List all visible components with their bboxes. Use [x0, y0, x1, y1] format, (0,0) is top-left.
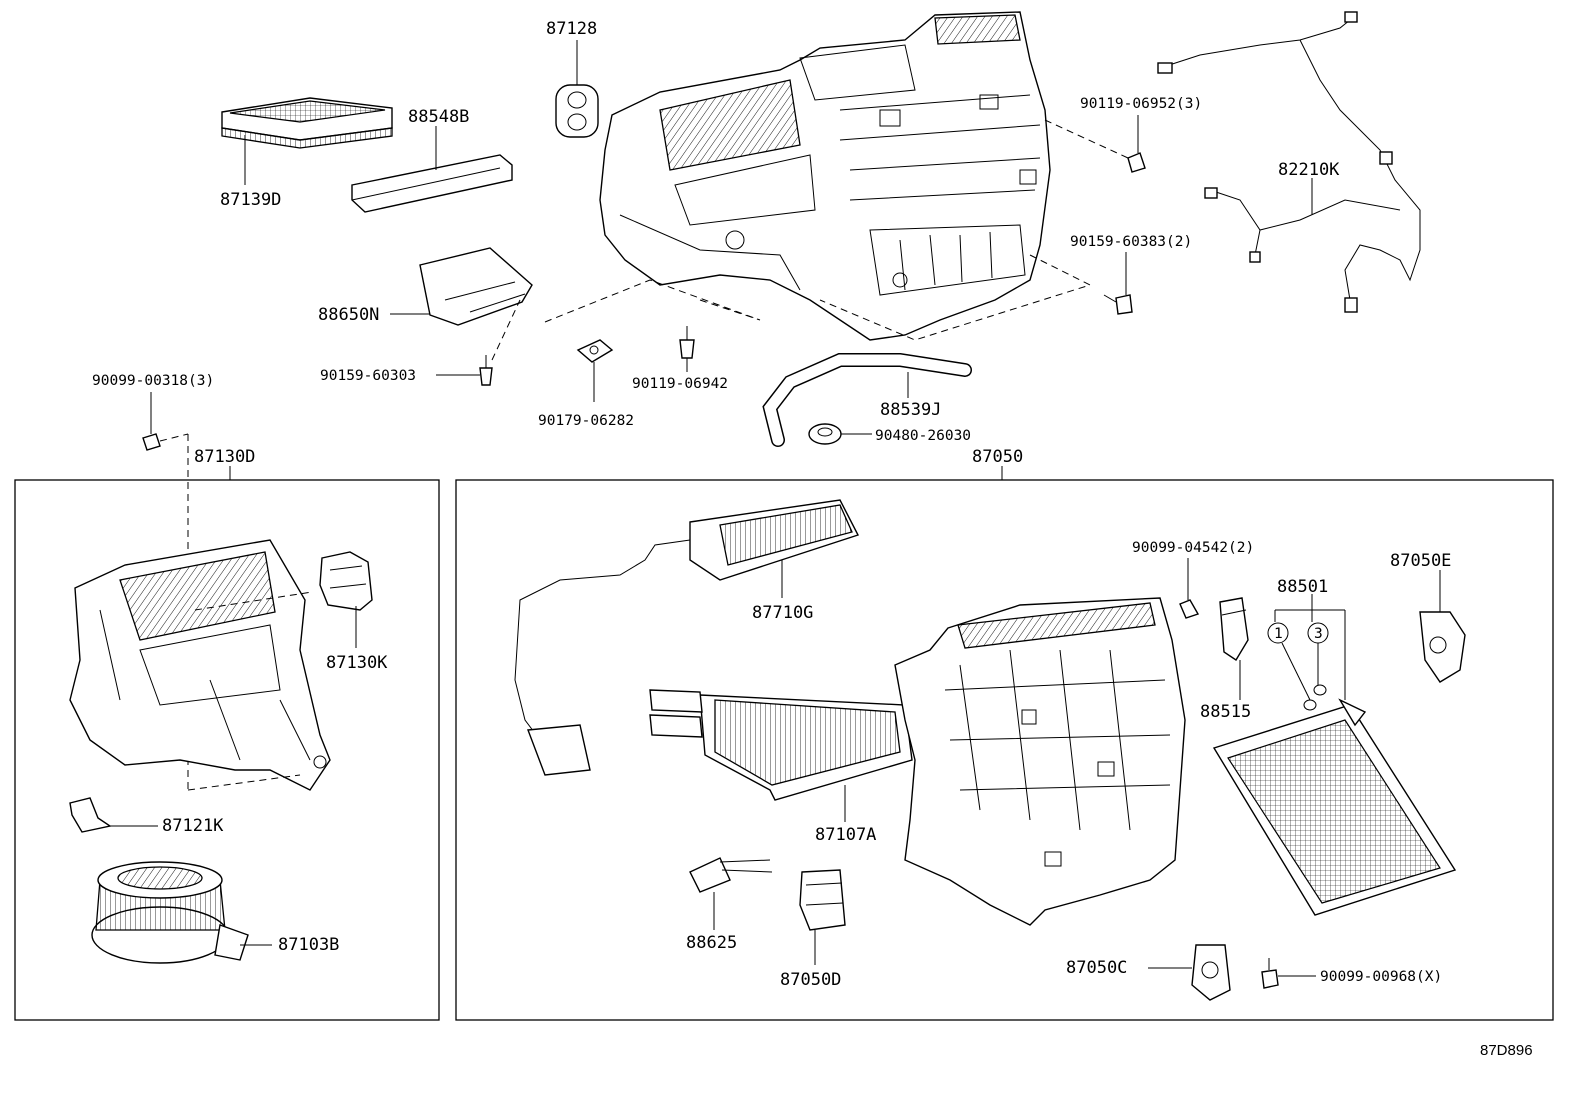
- label-90119-06952: 90119-06952(3): [1080, 96, 1202, 112]
- blower-dash-outline: [187, 591, 313, 791]
- label-88625: 88625: [686, 933, 737, 953]
- bolt-90099-00968: [1261, 958, 1316, 989]
- label-87107a: 87107A: [815, 825, 876, 845]
- label-87139d: 87139D: [220, 190, 281, 210]
- label-88548b: 88548B: [408, 107, 469, 127]
- part-88650n: [390, 247, 533, 326]
- label-88515: 88515: [1200, 702, 1251, 722]
- part-88515: [1219, 597, 1249, 700]
- screw-90099-00318: [142, 392, 189, 790]
- part-87130k: [319, 551, 373, 648]
- blower-motor-87103b: [91, 861, 272, 964]
- heater-core-87710g: [514, 499, 859, 776]
- screw-90119-06952: [1044, 115, 1146, 173]
- label-87710g: 87710G: [752, 603, 813, 623]
- bolt-90099-04542: [1179, 558, 1200, 619]
- group-box-87130d: [14, 479, 440, 1021]
- diagram-reference-code: 87D896: [1480, 1042, 1533, 1059]
- label-82210k: 82210K: [1278, 160, 1340, 180]
- label-90099-00318: 90099-00318(3): [92, 373, 214, 389]
- label-87121k: 87121K: [162, 816, 224, 836]
- group-box-87050: [455, 479, 1554, 1021]
- callout-circle-1: [1267, 622, 1289, 644]
- part-87050e: [1419, 570, 1466, 683]
- label-90099-00968: 90099-00968(X): [1320, 969, 1442, 985]
- label-87130k: 87130K: [326, 653, 388, 673]
- label-88501: 88501: [1277, 577, 1328, 597]
- label-87103b: 87103B: [278, 935, 339, 955]
- mounting-dash-outline: [544, 254, 1092, 341]
- part-87128: [555, 40, 599, 138]
- label-87050d: 87050D: [780, 970, 841, 990]
- label-88650n: 88650N: [318, 305, 379, 325]
- callout-3: 3: [1314, 626, 1323, 642]
- part-88625: [689, 857, 773, 930]
- group-label-87130d: 87130D: [194, 447, 255, 467]
- screw-90159-60383: [1103, 252, 1133, 315]
- part-87139d: [221, 97, 393, 185]
- main-unit-body: [894, 597, 1186, 926]
- evaporator-87107a: [649, 689, 913, 822]
- label-90159-60383: 90159-60383(2): [1070, 234, 1192, 250]
- screw-90159-60303: [436, 299, 521, 386]
- label-88539j: 88539J: [880, 400, 941, 420]
- blower-housing: [69, 539, 331, 791]
- part-87121k: [69, 797, 158, 833]
- part-87050c: [1148, 944, 1231, 1001]
- callout-1: 1: [1274, 626, 1283, 642]
- main-hvac-housing: [599, 11, 1051, 341]
- label-90119-06942: 90119-06942: [632, 376, 728, 392]
- evaporator-core: [1212, 698, 1457, 916]
- harness-82210k: [1157, 11, 1421, 313]
- part-87050d: [799, 869, 846, 965]
- washer-90179-06282: [576, 339, 614, 402]
- part-88501-bracket: [1267, 594, 1346, 711]
- label-90480-26030: 90480-26030: [875, 428, 971, 444]
- part-88548b: [351, 126, 513, 213]
- group-label-87050: 87050: [972, 447, 1023, 467]
- label-87050e: 87050E: [1390, 551, 1451, 571]
- label-90159-60303: 90159-60303: [320, 368, 416, 384]
- bolt-90119-06942: [679, 326, 695, 372]
- label-87128: 87128: [546, 19, 597, 39]
- label-90179-06282: 90179-06282: [538, 413, 634, 429]
- label-87050c: 87050C: [1066, 958, 1127, 978]
- hose-88539j: [762, 353, 972, 447]
- label-90099-04542: 90099-04542(2): [1132, 540, 1254, 556]
- grommet-90480-26030: [808, 423, 872, 445]
